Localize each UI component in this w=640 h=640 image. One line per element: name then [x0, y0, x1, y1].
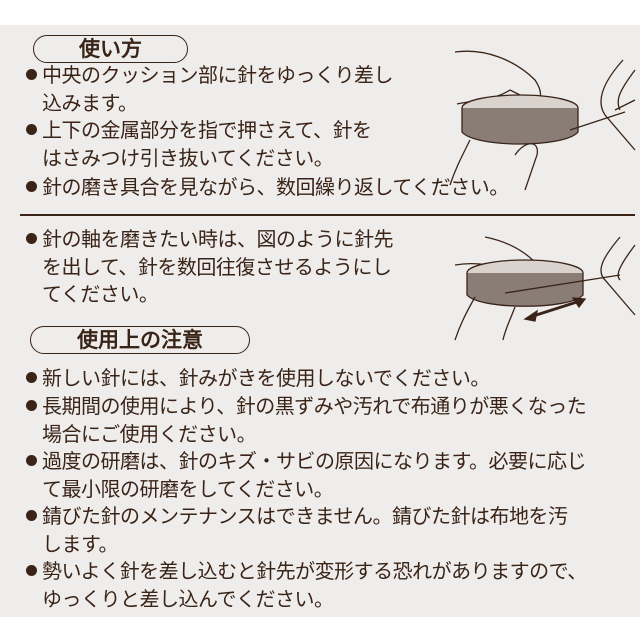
bullet-icon	[26, 400, 37, 411]
bullet-icon	[26, 455, 37, 466]
caution-item-3: 過度の研磨は、針のキズ・サビの原因になります。必要に応じ て最小限の研磨をしてく…	[26, 448, 587, 503]
caution-item-4: 錆びた針のメンテナンスはできません。錆びた針は布地を汚 します。	[26, 503, 568, 558]
needle-insert-illustration	[449, 50, 636, 191]
cautions-heading: 使用上の注意	[30, 326, 250, 354]
bullet-icon	[26, 565, 37, 576]
usage-item-3: 針の磨き具合を見ながら、数回繰り返してください。	[26, 174, 509, 202]
bullet-icon	[26, 510, 37, 521]
needle-shaft-illustration	[454, 236, 636, 341]
caution-item-1: 新しい針には、針みがきを使用しないでください。	[26, 365, 490, 393]
bullet-icon	[26, 124, 37, 135]
caution-item-5: 勢いよく針を差し込むと針先が変形する恐れがありますので、 ゆっくりと差し込んでく…	[26, 558, 587, 613]
divider	[20, 214, 635, 216]
usage-item-2: 上下の金属部分を指で押さえて、針を はさみつけ引き抜いてください。	[26, 117, 372, 172]
caution-item-2: 長期間の使用により、針の黒ずみや汚れで布通りが悪くなった 場合にご使用ください。	[26, 393, 587, 448]
usage-heading: 使い方	[33, 35, 188, 63]
usage-shaft-item: 針の軸を磨きたい時は、図のように針先 を出して、針を数回往復させるようにし てく…	[26, 226, 394, 309]
usage-item-1: 中央のクッション部に針をゆっくり差し 込みます。	[26, 62, 394, 117]
bullet-icon	[26, 372, 37, 383]
bullet-icon	[26, 233, 37, 244]
bullet-icon	[26, 181, 37, 192]
bullet-icon	[26, 69, 37, 80]
